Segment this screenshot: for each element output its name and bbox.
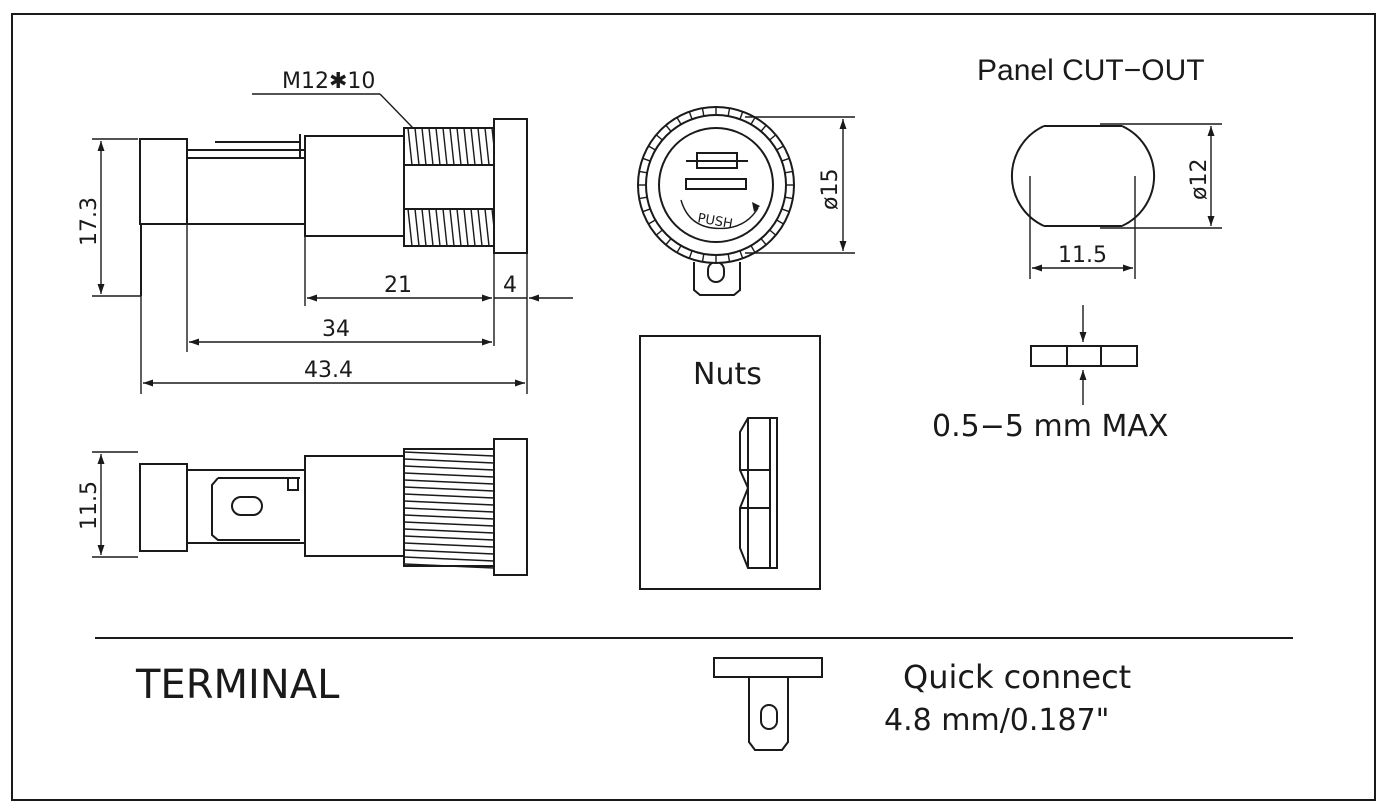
thread-spec-label: M12✱10 [282, 69, 375, 94]
dim-length-4: 4 [503, 273, 517, 298]
nuts-detail: Nuts [639, 335, 821, 590]
top-view: 11.5 [77, 438, 528, 576]
dim-diameter-15: ø15 [818, 169, 843, 210]
panel-cutout-title: Panel CUT−OUT [977, 54, 1205, 87]
dim-diameter-12: ø12 [1187, 159, 1212, 200]
quick-connect-label: Quick connect [903, 658, 1131, 696]
panel-cutout-detail: Panel CUT−OUT ø12 11.5 0.5−5 mm MAX [932, 54, 1222, 444]
dim-cutout-11-5: 11.5 [1058, 243, 1107, 268]
nuts-label: Nuts [693, 357, 762, 392]
dim-length-21: 21 [384, 273, 412, 298]
side-view: M12✱10 17.3 21 4 34 43.4 [77, 69, 573, 394]
dim-height-17-3: 17.3 [77, 197, 102, 246]
terminal-size-label: 4.8 mm/0.187" [884, 703, 1109, 738]
dim-width-11-5: 11.5 [77, 481, 102, 530]
front-view: PUSH ø15 [637, 106, 855, 296]
drawing-frame [11, 13, 1376, 801]
terminal-heading: TERMINAL [135, 662, 340, 708]
panel-thickness-label: 0.5−5 mm MAX [932, 409, 1168, 444]
terminal-section: TERMINAL Quick connect 4.8 mm/0.187" [135, 657, 1131, 751]
dim-length-43-4: 43.4 [304, 358, 353, 383]
push-label: PUSH [696, 211, 733, 232]
dim-length-34: 34 [322, 317, 350, 342]
